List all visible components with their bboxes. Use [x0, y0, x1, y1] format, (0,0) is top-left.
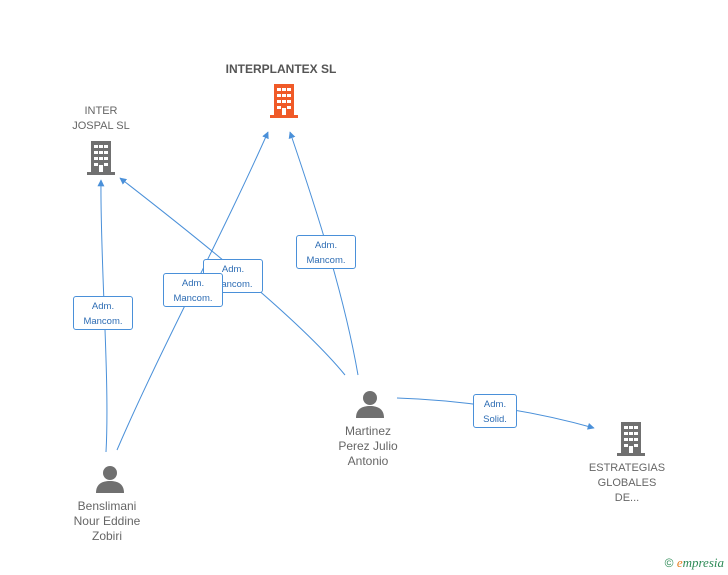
- edge-label-line: Adm.: [483, 399, 507, 410]
- company-name-interplantex[interactable]: INTERPLANTEX SL: [225, 62, 337, 76]
- person-name-line: Martinez: [344, 424, 391, 438]
- edge-label-martinez-interplantex[interactable]: Adm. Mancom.: [296, 235, 356, 269]
- person-name-benslimani[interactable]: Benslimani Nour Eddine Zobiri: [57, 499, 157, 544]
- person-icon-martinez[interactable]: [355, 389, 385, 419]
- edge-label-line: Mancom.: [173, 293, 213, 304]
- person-name-line: Zobiri: [91, 529, 122, 543]
- company-name-inter-jospal[interactable]: INTER JOSPAL SL: [51, 104, 151, 134]
- brand-initial: e: [676, 555, 683, 570]
- empresia-logo: empresia: [677, 555, 724, 570]
- edge-label-benslimani-jospal[interactable]: Adm. Mancom.: [73, 296, 133, 330]
- building-icon-interplantex[interactable]: [268, 82, 300, 118]
- person-name-line: Antonio: [347, 454, 389, 468]
- edge-label-martinez-estrategias[interactable]: Adm. Solid.: [473, 394, 517, 428]
- company-name-line: DE...: [614, 492, 640, 504]
- edge-label-benslimani-interplantex[interactable]: Adm. Mancom.: [163, 273, 223, 307]
- edge-label-line: Adm.: [91, 301, 115, 312]
- edge-label-line: Solid.: [483, 414, 507, 425]
- company-name-estrategias[interactable]: ESTRATEGIAS GLOBALES DE...: [577, 461, 677, 506]
- person-icon-benslimani[interactable]: [95, 464, 125, 494]
- edge-label-line: Mancom.: [83, 316, 123, 327]
- edge-label-line: Adm.: [314, 240, 338, 251]
- company-name-line: GLOBALES: [597, 477, 657, 489]
- person-name-line: Benslimani: [77, 499, 137, 513]
- edge-label-line: Adm.: [221, 264, 245, 275]
- person-name-line: Nour Eddine: [73, 514, 141, 528]
- building-icon-estrategias[interactable]: [615, 420, 647, 456]
- copyright-icon: ©: [664, 556, 674, 570]
- building-icon-inter-jospal[interactable]: [85, 139, 117, 175]
- edge-label-martinez-jospal[interactable]: Adm. Mancom.: [203, 259, 263, 293]
- company-name-line: ESTRATEGIAS: [588, 462, 666, 474]
- empresia-watermark: © empresia: [665, 555, 724, 571]
- company-name-line: JOSPAL SL: [72, 120, 130, 132]
- edge-label-line: Mancom.: [213, 279, 253, 290]
- brand-rest: mpresia: [682, 555, 724, 570]
- company-name-line: INTER: [84, 105, 118, 117]
- person-name-martinez[interactable]: Martinez Perez Julio Antonio: [318, 424, 418, 469]
- person-name-line: Perez Julio: [338, 439, 398, 453]
- edge-label-line: Mancom.: [306, 255, 346, 266]
- edge-label-line: Adm.: [181, 278, 205, 289]
